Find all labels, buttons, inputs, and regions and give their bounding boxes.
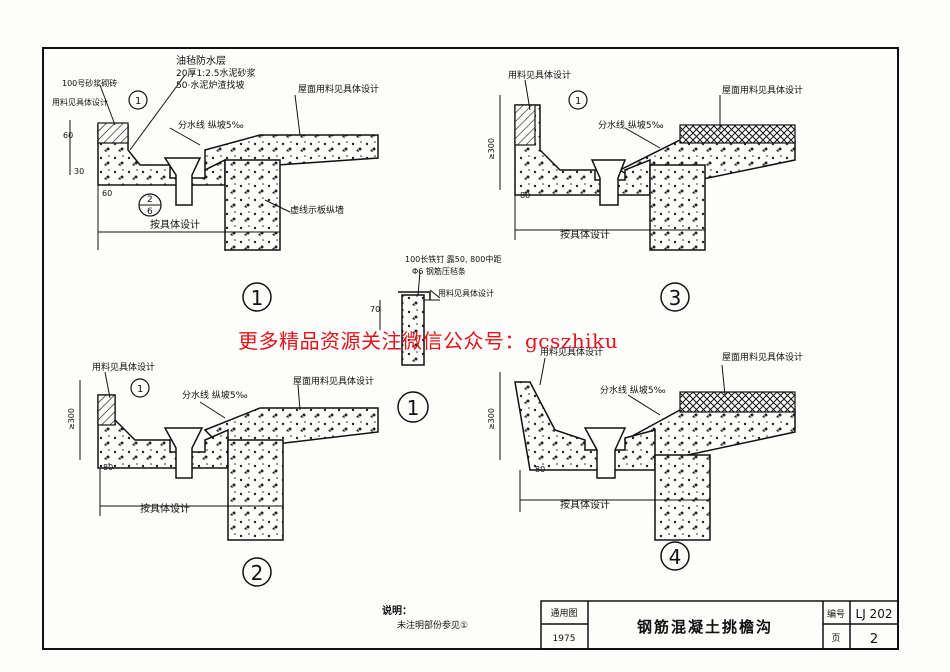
detail-2-number: 2 [251, 561, 264, 585]
center-detail-dim: 70 [370, 305, 380, 314]
center-detail-number-circle [397, 391, 429, 423]
detail-4-outlet [583, 427, 627, 479]
watermark-text: 更多精品资源关注微信公众号：gcszhiku [238, 329, 619, 353]
detail-3-dim-h: ≥300 [487, 138, 496, 160]
center-detail-label-c: 用料见具体设计 [438, 288, 494, 298]
detail-1-marker-bottom-num: 2 [147, 195, 153, 205]
detail-1-upturn [97, 122, 129, 144]
detail-1-wall [224, 159, 281, 251]
title-block-page: 2 [870, 632, 878, 647]
detail-3 [499, 79, 796, 251]
detail-3-marker-top: 1 [575, 96, 581, 107]
detail-4-dim-h: ≥300 [487, 408, 496, 430]
title-block-code-label: 编号 [827, 608, 845, 620]
detail-3-number-circle [660, 282, 690, 312]
detail-2 [79, 371, 379, 541]
detail-1-number: 1 [251, 286, 264, 310]
detail-2-dim-80: 80 [103, 463, 113, 472]
center-detail-label-b: Φ6 钢筋压毡条 [412, 266, 466, 276]
center-detail-number: 1 [407, 396, 420, 420]
detail-3-number: 3 [669, 286, 682, 310]
detail-4-design-label: 用料见具体设计 [540, 346, 603, 358]
detail-1-outlet [163, 157, 202, 206]
note-heading: 说明： [382, 604, 412, 617]
detail-1-coat-label: 油毡防水层 [176, 54, 226, 67]
detail-1-number-circle [242, 282, 272, 312]
detail-1-slope-label: 分水线 纵坡5‰ [178, 119, 244, 131]
detail-4-number-circle [660, 541, 690, 571]
detail-3-insulation [679, 124, 796, 144]
center-detail-upturn [401, 294, 425, 366]
detail-1-dim-60a: 60 [63, 131, 73, 140]
detail-2-roof-label: 屋面用料见具体设计 [293, 375, 374, 387]
detail-1-mortar-label: 20厚1:2.5水泥砂浆 [176, 67, 256, 79]
detail-4-number: 4 [669, 545, 682, 569]
detail-2-upturn [97, 394, 116, 426]
detail-4-wall [654, 454, 711, 541]
center-detail-label-a: 100长铁钉 露50, 800中距 [405, 254, 501, 264]
note-text: 未注明部份参见① [397, 619, 468, 631]
detail-4-insulation [679, 391, 796, 413]
detail-1-top-brick-label: 100号砂浆砌砖 [62, 78, 117, 88]
detail-2-number-circle [242, 557, 272, 587]
detail-4-dim-80: 80 [535, 465, 545, 474]
detail-2-wall [227, 439, 284, 541]
title-block-title: 钢筋混凝土挑檐沟 [637, 618, 773, 636]
detail-3-outlet [590, 159, 627, 206]
detail-2-outlet [163, 427, 204, 479]
detail-1-dim-30: 30 [74, 167, 84, 176]
detail-3-wall [649, 164, 706, 251]
detail-1-wall-label: 虚线示板纵墙 [290, 204, 344, 216]
title-block-year: 1975 [553, 634, 576, 644]
detail-2-marker-top: 1 [137, 384, 143, 395]
center-detail [379, 271, 441, 366]
detail-1-roof-label: 屋面用料见具体设计 [298, 83, 379, 95]
detail-1-dim-60b: 60 [102, 189, 112, 198]
detail-3-roof-label: 屋面用料见具体设计 [722, 84, 803, 96]
detail-4-roof-label: 屋面用料见具体设计 [722, 351, 803, 363]
drawing-frame [42, 47, 899, 650]
detail-1-design-label: 用料见具体设计 [52, 97, 108, 107]
detail-4-span-label: 按具体设计 [560, 498, 610, 511]
detail-3-upturn [514, 104, 536, 146]
detail-1-marker-bottom-den: 6 [147, 207, 153, 217]
title-block-grid [540, 600, 899, 650]
title-block-code: LJ 202 [856, 607, 893, 621]
detail-3-dim-80: 80 [520, 191, 530, 200]
detail-1-span-label: 按具体设计 [150, 218, 200, 231]
detail-4-slope-label: 分水线 纵坡5‰ [600, 384, 666, 396]
detail-2-span-label: 按具体设计 [140, 502, 190, 515]
title-block-series-label: 通用图 [550, 608, 577, 619]
detail-1-slag-label: 50·水泥炉渣找坡 [176, 79, 244, 91]
detail-1 [69, 74, 379, 252]
detail-3-design-label: 用料见具体设计 [508, 69, 571, 81]
detail-3-slope-label: 分水线 纵坡5‰ [598, 119, 664, 131]
detail-2-slope-label: 分水线 纵坡5‰ [182, 389, 248, 401]
detail-4 [499, 357, 796, 541]
detail-1-marker-top: 1 [135, 96, 141, 107]
detail-2-dim-h: ≥300 [67, 408, 76, 430]
detail-3-span-label: 按具体设计 [560, 228, 610, 241]
title-block-page-label: 页 [831, 633, 840, 644]
detail-2-design-label: 用料见具体设计 [92, 361, 155, 373]
